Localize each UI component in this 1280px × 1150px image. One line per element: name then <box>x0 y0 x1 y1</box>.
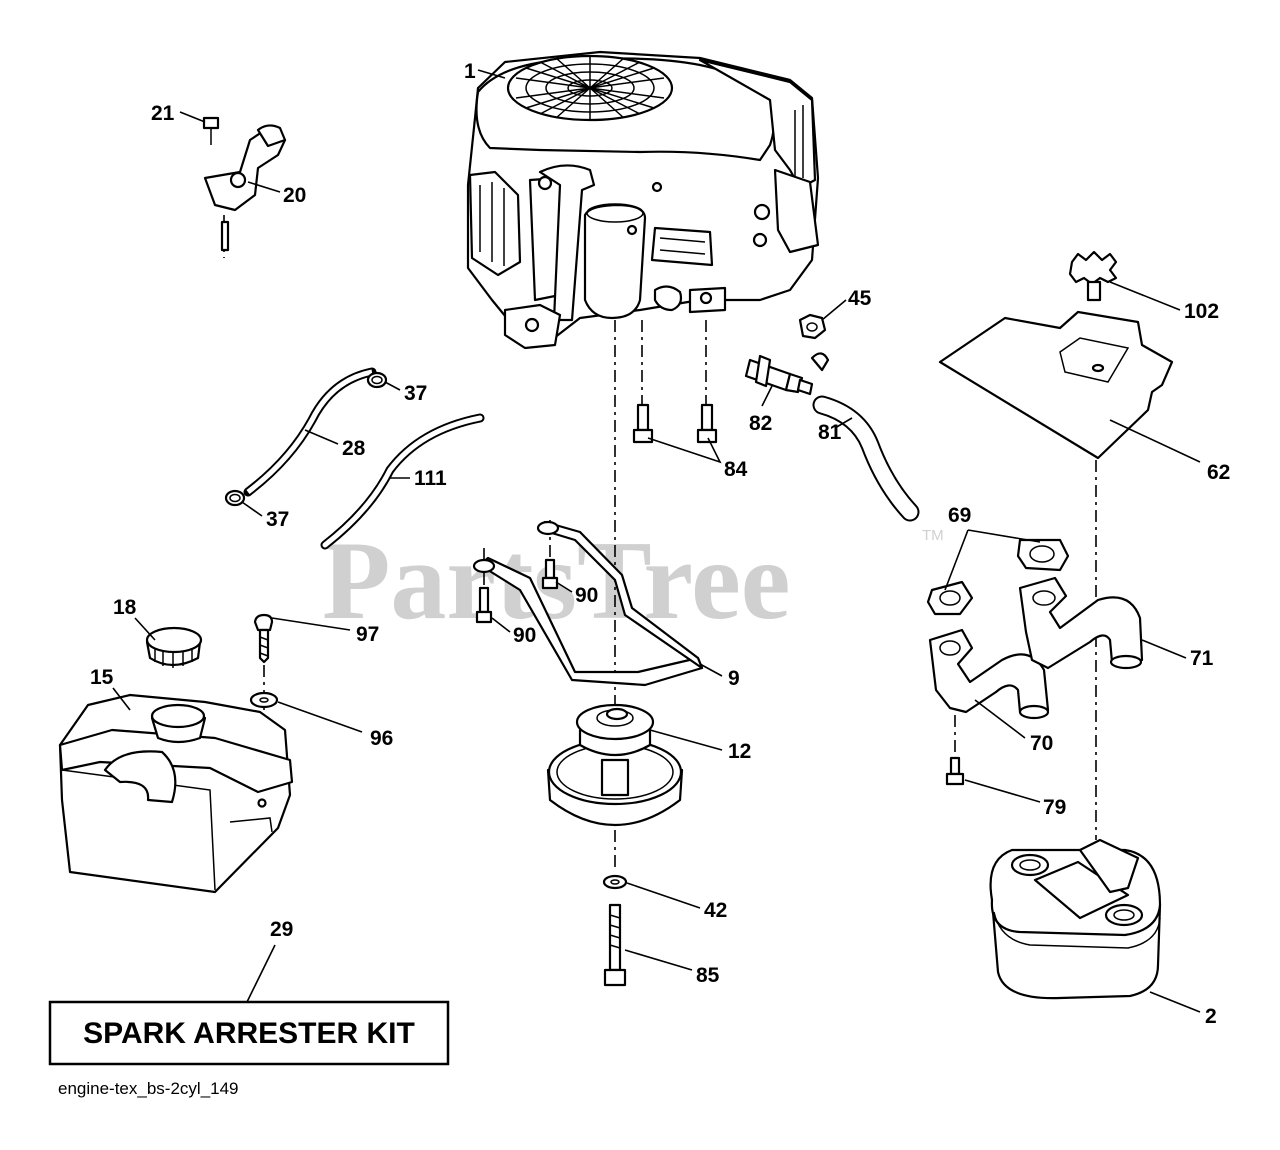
callout-1: 1 <box>464 60 476 83</box>
clamp-37-bottom-part[interactable] <box>224 489 246 507</box>
exhaust-pipe-71-part[interactable] <box>1018 576 1144 670</box>
clamp-37-top-part[interactable] <box>366 371 388 389</box>
diagram-reference: engine-tex_bs-2cyl_149 <box>58 1079 239 1098</box>
fuel-tank-part[interactable] <box>58 693 294 894</box>
callout-97: 97 <box>356 623 379 646</box>
bolt-90-left-part[interactable] <box>475 586 493 624</box>
exhaust-pipe-70-part[interactable] <box>928 628 1050 720</box>
callout-42: 42 <box>704 899 727 922</box>
callout-9: 9 <box>728 667 740 690</box>
gasket-69-middle-part[interactable] <box>926 580 974 616</box>
spark-arrester-kit-box[interactable]: SPARK ARRESTER KIT <box>48 1000 450 1066</box>
engine-pulley-part[interactable] <box>546 703 684 826</box>
bolt-21-part[interactable] <box>202 116 220 145</box>
callout-71: 71 <box>1190 647 1214 670</box>
callout-45: 45 <box>848 287 872 310</box>
nut-45-part[interactable] <box>798 313 827 340</box>
callout-102: 102 <box>1184 300 1219 323</box>
callout-90-right: 90 <box>575 584 598 607</box>
gasket-69-top-part[interactable] <box>1016 538 1070 572</box>
bolt-97-part[interactable] <box>253 613 274 664</box>
callout-15: 15 <box>90 666 114 689</box>
throttle-bracket-part[interactable] <box>203 124 287 252</box>
spark-arrester-kit-label: SPARK ARRESTER KIT <box>83 1017 415 1050</box>
callout-37-top: 37 <box>404 382 427 405</box>
callout-111: 111 <box>414 467 447 490</box>
bolt-85-part[interactable] <box>603 903 627 987</box>
bolt-79-part[interactable] <box>945 756 965 786</box>
washer-96-part[interactable] <box>249 691 279 709</box>
callout-28: 28 <box>342 437 366 460</box>
callout-81: 81 <box>818 421 842 444</box>
callout-18: 18 <box>113 596 137 619</box>
bolt-84-left-part[interactable] <box>632 403 654 444</box>
callout-96: 96 <box>370 727 393 750</box>
callout-82: 82 <box>749 412 772 435</box>
knob-102-part[interactable] <box>1068 250 1118 302</box>
callout-62: 62 <box>1207 461 1230 484</box>
bolt-90-right-part[interactable] <box>541 558 559 590</box>
leader-lines <box>112 69 1201 1013</box>
heat-shield-part[interactable] <box>938 310 1174 460</box>
callout-29: 29 <box>270 918 293 941</box>
bolt-84-right-part[interactable] <box>696 403 718 444</box>
washer-42-part[interactable] <box>602 874 628 890</box>
callout-84: 84 <box>724 458 748 481</box>
fuel-filter-82-part[interactable] <box>744 352 830 396</box>
callout-90-left: 90 <box>513 624 536 647</box>
callout-21: 21 <box>151 102 175 125</box>
fuel-hose-81-part[interactable] <box>812 395 920 522</box>
callout-2: 2 <box>1205 1005 1217 1028</box>
callout-79: 79 <box>1043 796 1066 819</box>
callout-70: 70 <box>1030 732 1053 755</box>
callout-37-bottom: 37 <box>266 508 289 531</box>
fuel-cap-part[interactable] <box>145 626 203 668</box>
callout-69: 69 <box>948 504 971 527</box>
callout-85: 85 <box>696 964 720 987</box>
muffler-part[interactable] <box>989 838 1162 1000</box>
watermark-trademark: TM <box>922 527 944 544</box>
engine-part[interactable] <box>466 50 820 350</box>
fuel-hose-111-part[interactable] <box>320 413 485 550</box>
callout-12: 12 <box>728 740 751 763</box>
callout-20: 20 <box>283 184 306 207</box>
callout-labels: 1 2 9 12 15 18 20 21 28 29 37 37 42 45 6… <box>90 60 1230 1028</box>
belt-guide-part[interactable] <box>472 520 704 687</box>
